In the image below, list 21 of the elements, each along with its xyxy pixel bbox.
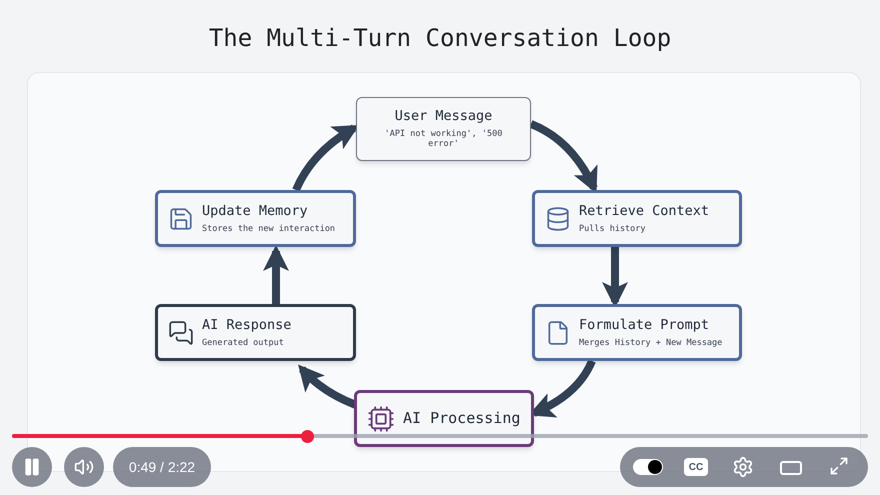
step-title: Retrieve Context [579, 202, 710, 220]
step-box [155, 190, 356, 247]
step-title: Update Memory [202, 202, 309, 220]
step-title: AI Response [202, 316, 292, 334]
step-box [532, 190, 742, 247]
step-box [155, 304, 356, 361]
captions-button: CC [684, 458, 708, 476]
flow-arrow [263, 245, 289, 304]
step-title: User Message [394, 108, 492, 125]
step-title: Formulate Prompt [579, 316, 710, 334]
step-description: Merges History + New Message [579, 338, 722, 348]
step-box [354, 390, 534, 447]
time-display: 0:49 / 2:22 [113, 447, 211, 487]
step-box [532, 304, 742, 361]
step-description: Stores the new interaction [202, 224, 336, 234]
step-title: AI Processing [403, 409, 520, 428]
step-description: Pulls history [579, 224, 647, 234]
step-description: 'API not working', '500 error' [384, 128, 504, 150]
diagram-title: The Multi-Turn Conversation Loop [208, 23, 672, 54]
step-description: Generated output [202, 338, 285, 348]
step-box [356, 97, 531, 161]
